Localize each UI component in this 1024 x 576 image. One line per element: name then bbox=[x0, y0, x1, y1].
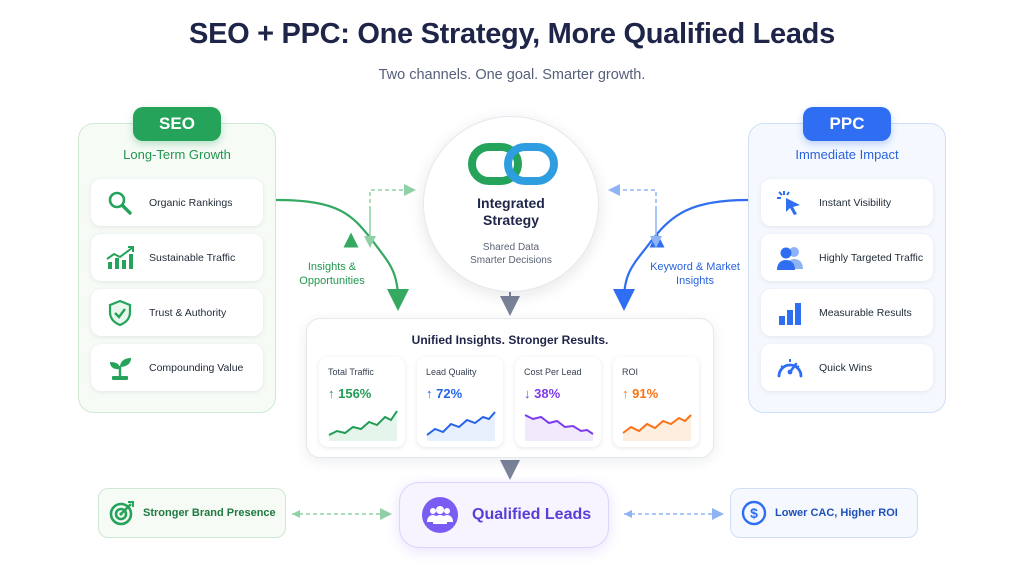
svg-text:$: $ bbox=[750, 505, 758, 521]
metric-card-lead-quality: Lead Quality ↑ 72% bbox=[417, 357, 503, 447]
metric-label: Lead Quality bbox=[426, 367, 477, 377]
metric-card-roi: ROI ↑ 91% bbox=[613, 357, 699, 447]
ppc-card-targeted-traffic: Highly Targeted Traffic bbox=[761, 234, 933, 281]
seo-card-organic-rankings: Organic Rankings bbox=[91, 179, 263, 226]
leads-group-icon bbox=[422, 497, 458, 533]
integrated-strategy-circle: Integrated Strategy Shared Data Smarter … bbox=[423, 116, 599, 292]
target-icon bbox=[109, 500, 135, 526]
seo-card-compounding-value: Compounding Value bbox=[91, 344, 263, 391]
magnifier-icon bbox=[91, 189, 149, 217]
seo-card-trust-authority: Trust & Authority bbox=[91, 289, 263, 336]
center-title-line: Strategy bbox=[482, 212, 540, 228]
lead-quality-sparkline bbox=[426, 411, 496, 441]
qualified-leads-box: Qualified Leads bbox=[399, 482, 609, 548]
seo-panel: SEO Long-Term Growth Organic Rankings Su… bbox=[78, 107, 276, 413]
ppc-card-measurable-results: Measurable Results bbox=[761, 289, 933, 336]
stronger-brand-presence-box: Stronger Brand Presence bbox=[98, 488, 286, 538]
seo-feedback-dashed bbox=[369, 184, 416, 238]
cac-roi-label: Lower CAC, Higher ROI bbox=[775, 507, 898, 519]
sprout-icon bbox=[91, 354, 149, 382]
keyword-market-insights-label: Keyword & Market Insights bbox=[640, 260, 750, 288]
center-description-line: Shared Data bbox=[482, 242, 540, 253]
ppc-card-instant-visibility: Instant Visibility bbox=[761, 179, 933, 226]
metric-label: Total Traffic bbox=[328, 367, 374, 377]
lower-cac-higher-roi-box: $ Lower CAC, Higher ROI bbox=[730, 488, 918, 538]
brand-presence-label: Stronger Brand Presence bbox=[143, 507, 276, 519]
center-description: Shared Data Smarter Decisions bbox=[424, 241, 598, 267]
shield-check-icon bbox=[91, 299, 149, 327]
seo-subtitle: Long-Term Growth bbox=[123, 147, 231, 162]
ppc-card-label: Instant Visibility bbox=[819, 196, 892, 209]
seo-card-label: Compounding Value bbox=[149, 361, 244, 374]
flow-label-line: Opportunities bbox=[299, 275, 365, 287]
seo-card-label: Organic Rankings bbox=[149, 196, 233, 209]
total-traffic-sparkline bbox=[328, 410, 398, 441]
chain-link-icon bbox=[468, 143, 558, 185]
page-subtitle: Two channels. One goal. Smarter growth. bbox=[378, 67, 646, 83]
bar-chart-icon bbox=[761, 299, 819, 327]
flow-label-line: Insights bbox=[676, 275, 714, 287]
ppc-card-label: Highly Targeted Traffic bbox=[819, 251, 924, 264]
ppc-card-quick-wins: Quick Wins bbox=[761, 344, 933, 391]
metrics-title: Unified Insights. Stronger Results. bbox=[411, 333, 609, 347]
seo-badge: SEO bbox=[133, 107, 221, 141]
cursor-click-icon bbox=[761, 189, 819, 217]
flow-label-line: Keyword & Market bbox=[650, 261, 740, 273]
growth-chart-icon bbox=[91, 245, 149, 271]
center-description-line: Smarter Decisions bbox=[470, 255, 552, 266]
flow-label-line: Insights & bbox=[307, 261, 357, 273]
metric-label: ROI bbox=[622, 367, 639, 377]
roi-sparkline bbox=[622, 414, 692, 441]
center-title: Integrated Strategy bbox=[424, 195, 598, 229]
unified-insights-panel: Unified Insights. Stronger Results. Tota… bbox=[306, 318, 714, 458]
insights-opportunities-label: Insights & Opportunities bbox=[286, 260, 378, 288]
ppc-subtitle: Immediate Impact bbox=[795, 147, 899, 162]
ppc-card-label: Quick Wins bbox=[819, 361, 873, 374]
metric-value: ↑ 72% bbox=[426, 386, 463, 401]
qualified-leads-label: Qualified Leads bbox=[472, 506, 592, 523]
speedometer-icon bbox=[761, 354, 819, 382]
cost-per-lead-sparkline bbox=[524, 414, 594, 441]
metric-card-cost-per-lead: Cost Per Lead ↓ 38% bbox=[515, 357, 601, 447]
seo-card-sustainable-traffic: Sustainable Traffic bbox=[91, 234, 263, 281]
metric-value: ↑ 91% bbox=[622, 386, 659, 401]
seo-card-label: Sustainable Traffic bbox=[149, 251, 236, 264]
ppc-badge: PPC bbox=[803, 107, 891, 141]
metric-label: Cost Per Lead bbox=[524, 367, 582, 377]
center-title-line: Integrated bbox=[477, 195, 545, 211]
ppc-feedback-dashed bbox=[608, 184, 657, 238]
metric-value: ↓ 38% bbox=[524, 386, 561, 401]
ppc-panel: PPC Immediate Impact Instant Visibility … bbox=[748, 107, 946, 413]
ppc-card-label: Measurable Results bbox=[819, 306, 912, 319]
dollar-coin-icon: $ bbox=[741, 500, 767, 526]
metric-card-total-traffic: Total Traffic ↑ 156% bbox=[319, 357, 405, 447]
users-icon bbox=[761, 245, 819, 271]
page-title: SEO + PPC: One Strategy, More Qualified … bbox=[189, 18, 835, 50]
seo-card-label: Trust & Authority bbox=[149, 306, 227, 319]
metric-value: ↑ 156% bbox=[328, 386, 372, 401]
